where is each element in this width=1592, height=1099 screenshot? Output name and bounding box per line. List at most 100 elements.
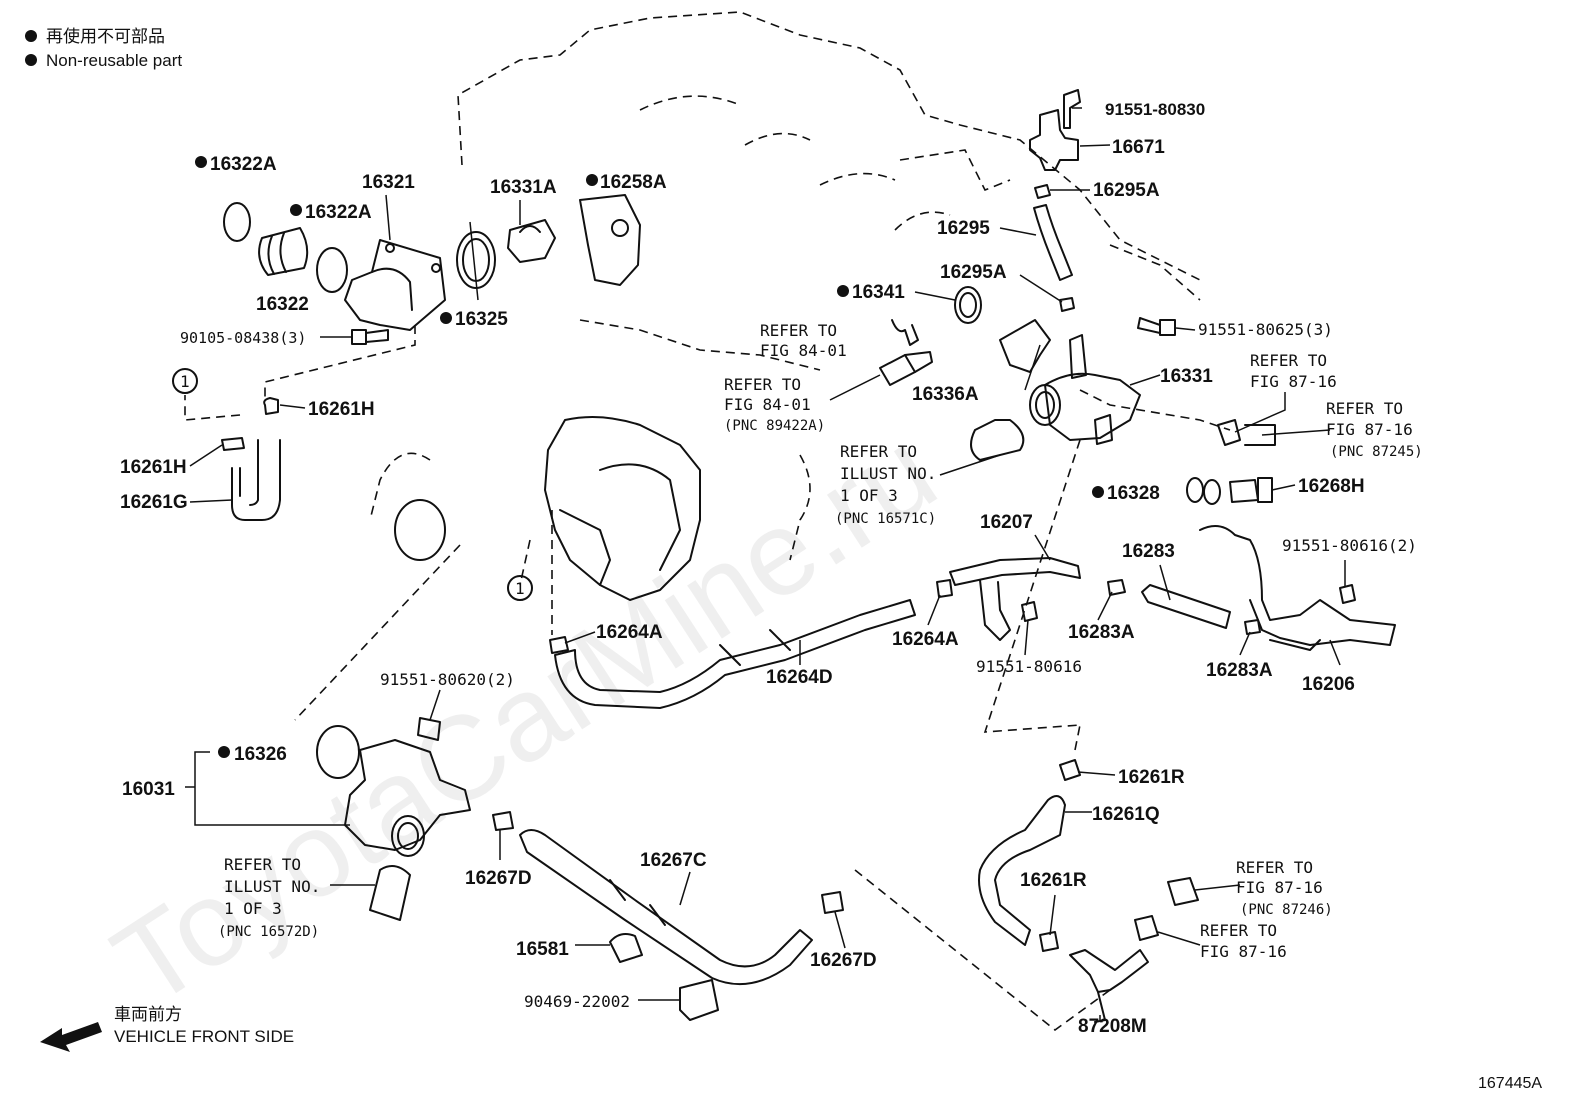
bracket-16336A xyxy=(999,319,1051,373)
part-label: 16671 xyxy=(1112,137,1165,158)
gasket-16258A xyxy=(579,194,641,286)
connector-label: 1 xyxy=(515,579,525,598)
part-label: 16267C xyxy=(640,850,707,871)
part-label: 91551-80830 xyxy=(1105,100,1205,119)
connector-marker-2: 1 xyxy=(507,575,533,601)
hose-ref-16571C xyxy=(970,419,1025,461)
dashed-routes xyxy=(184,325,1111,1032)
clamp-16283A-2 xyxy=(1244,619,1261,635)
hose-ref-87245 xyxy=(1217,419,1241,446)
refer-note: (PNC 16571C) xyxy=(835,511,936,527)
part-label: 16261R xyxy=(1020,870,1087,891)
front-label-ja: 車両前方 xyxy=(114,1005,182,1024)
filled-circle-icon xyxy=(25,54,37,66)
refer-note: FIG 87-16 xyxy=(1200,942,1287,961)
hose-16261Q xyxy=(978,795,1066,946)
leader-lines xyxy=(185,107,1346,1020)
bolt-91551-80625 xyxy=(1137,317,1176,336)
hose-ref-16572D xyxy=(369,865,411,921)
part-label: 16322A xyxy=(305,202,372,223)
clamp-16295A-2 xyxy=(1059,297,1075,312)
part-label: 16295 xyxy=(937,218,990,239)
part-label: 16264A xyxy=(892,629,959,650)
refer-note: FIG 84-01 xyxy=(724,395,811,414)
timing-housing xyxy=(369,416,811,601)
part-label: 16322A xyxy=(210,154,277,175)
arrow-left-icon xyxy=(40,1022,102,1052)
bolt-91551-80616-2 xyxy=(1339,584,1356,604)
figure-id: 167445A xyxy=(1478,1075,1542,1092)
part-label: 16283A xyxy=(1068,622,1135,643)
part-label: 16331 xyxy=(1160,366,1213,387)
legend-line-ja: 再使用不可部品 xyxy=(46,26,165,46)
hose-16261G xyxy=(221,397,281,521)
connector-marker-1: 1 xyxy=(172,368,198,394)
part-label: 87208M xyxy=(1078,1016,1147,1037)
thermostat-16331A xyxy=(507,219,556,263)
part-label: 16261H xyxy=(120,457,187,478)
refer-note: 1 OF 3 xyxy=(224,899,282,918)
refer-note: (PNC 89422A) xyxy=(724,418,825,434)
water-outlet-16331 xyxy=(1029,334,1141,445)
legend: 再使用不可部品 Non-reusable part xyxy=(25,26,182,70)
part-label: 16325 xyxy=(455,309,508,330)
bolt-91551-80616 xyxy=(1021,601,1038,622)
refer-note: REFER TO xyxy=(1250,351,1327,370)
o-ring-16322A-2 xyxy=(316,247,348,293)
part-label: 90469-22002 xyxy=(524,992,630,1011)
clamp-16261R xyxy=(1059,759,1081,781)
clamp-16283A xyxy=(1107,579,1126,596)
legend-line-en: Non-reusable part xyxy=(46,51,182,70)
part-label: 16268H xyxy=(1298,476,1365,497)
refer-note: REFER TO xyxy=(724,375,801,394)
part-label: 16295A xyxy=(1093,180,1160,201)
part-label: 16326 xyxy=(234,744,287,765)
hose-ref-87246 xyxy=(1167,877,1199,906)
o-ring-16322A xyxy=(223,202,251,242)
refer-note: (PNC 16572D) xyxy=(218,924,319,940)
part-label: 16283A xyxy=(1206,660,1273,681)
clamp-16261R-2 xyxy=(1039,931,1059,952)
refer-note: REFER TO xyxy=(1326,399,1403,418)
refer-note: FIG 84-01 xyxy=(760,341,847,360)
water-inlet-16321 xyxy=(344,239,446,331)
connector-label: 1 xyxy=(180,372,190,391)
part-label: 16267D xyxy=(810,950,877,971)
part-label: 16283 xyxy=(1122,541,1175,562)
clamp-16267D xyxy=(492,811,514,831)
part-label: 16207 xyxy=(980,512,1033,533)
clamp-16581 xyxy=(609,933,643,963)
filled-circle-icon xyxy=(25,30,37,42)
filled-circle-icon xyxy=(837,285,849,297)
part-label: 16261Q xyxy=(1092,804,1160,825)
pipe-16206 xyxy=(1199,525,1396,651)
part-label: 16261G xyxy=(120,492,188,513)
part-label: 16341 xyxy=(852,282,905,303)
part-label: 90105-08438(3) xyxy=(180,329,306,347)
part-labels: 16322A 16321 16322A 16331A 16258A 16322 … xyxy=(120,100,1417,1037)
hose-16322 xyxy=(258,227,309,276)
refer-note: REFER TO xyxy=(840,442,917,461)
outlet-16671 xyxy=(1029,89,1081,171)
refer-to-notes: REFER TO FIG 84-01 REFER TO FIG 84-01 (P… xyxy=(218,321,1423,961)
part-label: 16264D xyxy=(766,667,833,688)
part-label: 16261R xyxy=(1118,767,1185,788)
non-reusable-markers xyxy=(195,156,1104,758)
clip-90469 xyxy=(679,979,719,1021)
part-label: 16321 xyxy=(362,172,415,193)
gasket-16325 xyxy=(456,231,496,289)
part-label: 91551-80625(3) xyxy=(1198,320,1333,339)
filled-circle-icon xyxy=(586,174,598,186)
refer-note: FIG 87-16 xyxy=(1250,372,1337,391)
refer-note: ILLUST NO. xyxy=(224,877,320,896)
gasket-16341 xyxy=(954,286,982,324)
refer-note: FIG 87-16 xyxy=(1326,420,1413,439)
filled-circle-icon xyxy=(218,746,230,758)
part-label: 91551-80616(2) xyxy=(1282,536,1417,555)
part-label: 16322 xyxy=(256,294,309,315)
refer-note: FIG 87-16 xyxy=(1236,878,1323,897)
part-label: 16328 xyxy=(1107,483,1160,504)
part-label: 16581 xyxy=(516,939,569,960)
part-label: 16261H xyxy=(308,399,375,420)
